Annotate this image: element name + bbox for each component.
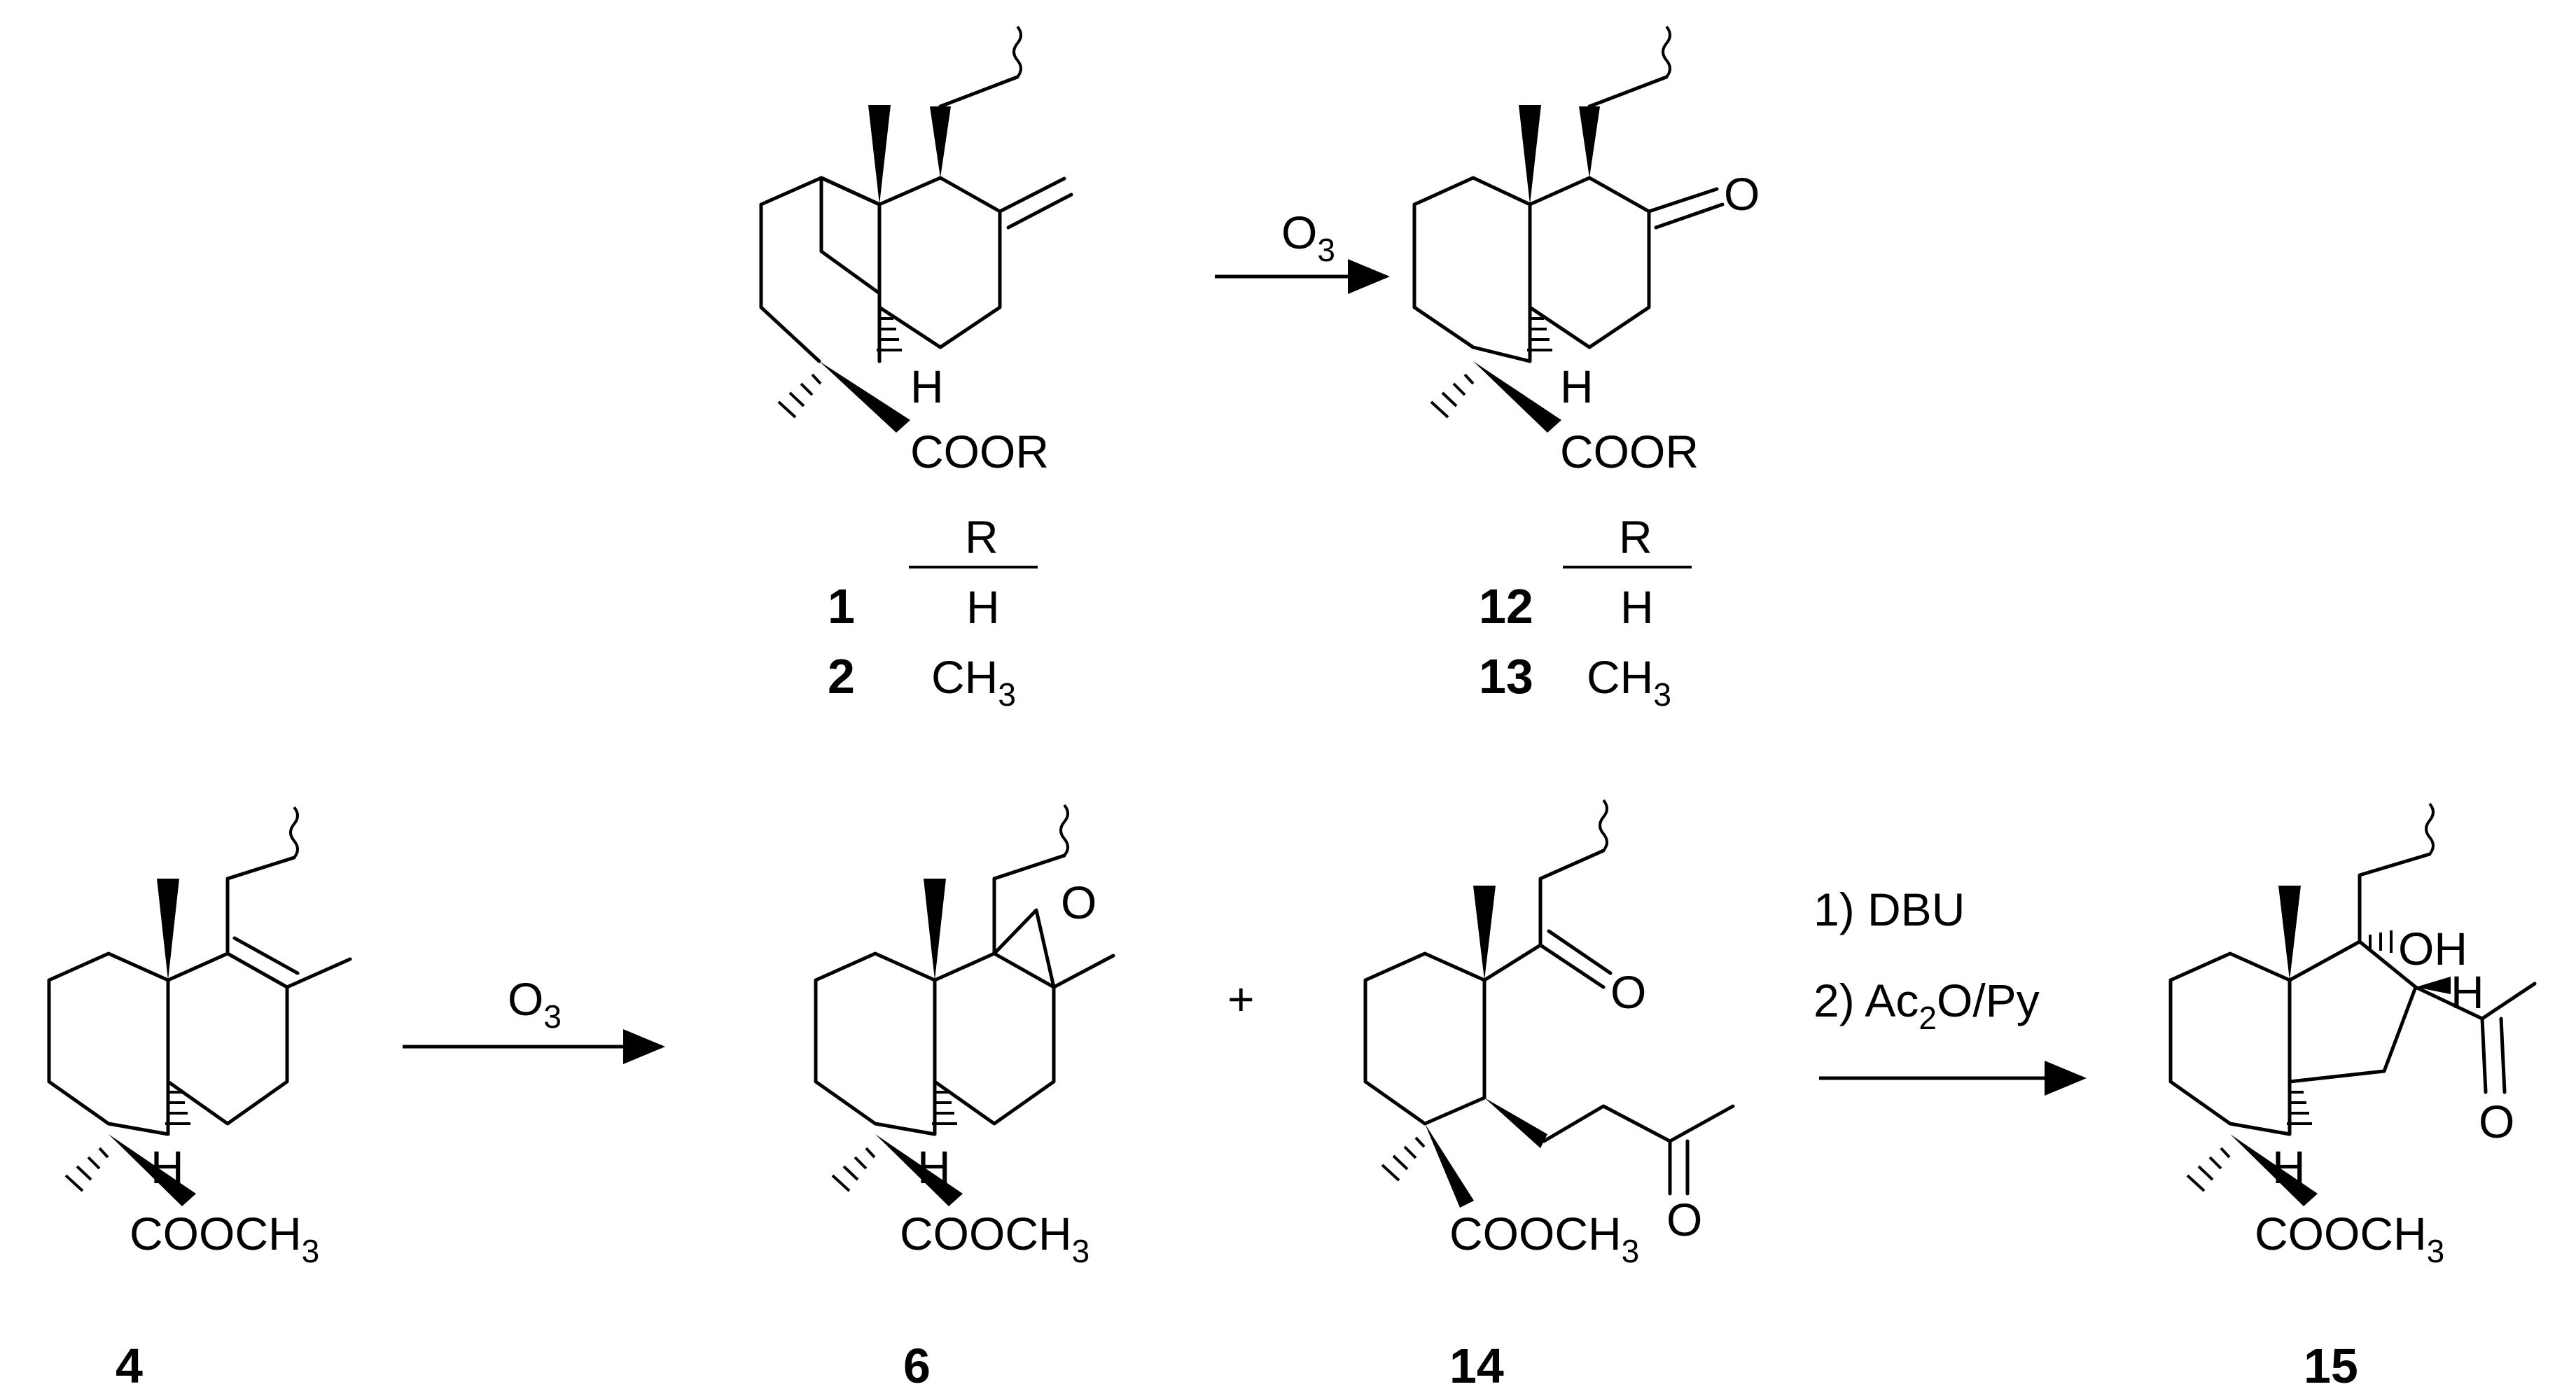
r-table-right-header: R [1619, 511, 1652, 563]
compound-label-13: 13 [1479, 649, 1533, 704]
label-coome-6: COOCH3 [900, 1208, 1089, 1269]
reagent-top-o3: O3 [1281, 207, 1335, 268]
r-table-left-header: R [965, 511, 998, 563]
compound-label-4: 4 [116, 1339, 143, 1393]
label-h-1: H [910, 361, 944, 412]
label-h-15: H [2272, 1141, 2306, 1193]
label-h-15-ring: H [2451, 966, 2484, 1018]
compound-label-6: 6 [903, 1339, 931, 1393]
plus-sign: + [1227, 973, 1255, 1025]
label-o-ketone-14b: O [1666, 1194, 1702, 1245]
compound-label-15: 15 [2304, 1339, 2358, 1393]
label-o-ketone-12: O [1724, 168, 1760, 220]
r-table-right: R 12 H 13 CH3 [1479, 511, 1692, 713]
label-oh-15: OH [2398, 923, 2467, 975]
r-value-2: CH3 [931, 651, 1016, 713]
reagent-dbu: 1) DBU [1813, 884, 1965, 935]
label-o-ketone-14a: O [1610, 966, 1646, 1018]
r-value-12: H [1620, 581, 1654, 633]
compound-label-12: 12 [1479, 579, 1533, 634]
structure-compound-15 [2168, 802, 2537, 1206]
label-o-acetyl-15: O [2479, 1096, 2514, 1147]
compound-label-1: 1 [828, 579, 855, 634]
reagent-bottom-o3: O3 [508, 973, 562, 1035]
label-h-12: H [1560, 361, 1594, 412]
r-table-left: R 1 H 2 CH3 [828, 511, 1038, 713]
structure-compound-12-13 [1412, 25, 1725, 433]
structure-compound-1-2 [759, 25, 1073, 433]
label-o-epoxide-6: O [1061, 877, 1096, 928]
label-coome-4: COOCH3 [130, 1208, 319, 1269]
label-h-4: H [151, 1141, 184, 1193]
label-coome-15: COOCH3 [2255, 1208, 2444, 1269]
label-coor-12: COOR [1560, 426, 1699, 477]
compound-label-14: 14 [1449, 1339, 1504, 1393]
reagent-ac2o-py: 2) Ac2O/Py [1813, 975, 2040, 1036]
r-value-13: CH3 [1587, 651, 1671, 713]
structure-compound-14 [1363, 799, 1735, 1208]
structure-compound-4 [47, 806, 352, 1206]
label-h-6: H [917, 1141, 951, 1193]
label-coor-1: COOR [910, 426, 1049, 477]
r-value-1: H [966, 581, 1000, 633]
structure-compound-6 [814, 804, 1115, 1206]
label-coome-14: COOCH3 [1449, 1208, 1639, 1269]
compound-label-2: 2 [828, 649, 855, 704]
